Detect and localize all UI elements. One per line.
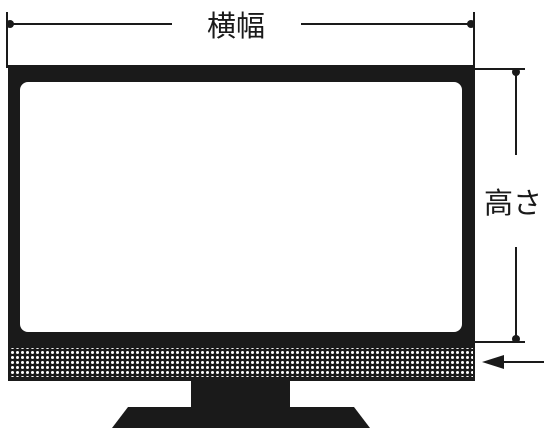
- height-dimension: 高さ: [474, 68, 542, 343]
- width-dimension: 横幅: [6, 9, 475, 68]
- monitor-neck: [191, 381, 290, 407]
- pointer-arrow-head: [482, 355, 504, 369]
- speaker-grille: [10, 348, 473, 377]
- monitor: [8, 65, 475, 428]
- height-endpoint-bottom: [512, 335, 520, 343]
- monitor-stand-base: [112, 407, 370, 428]
- height-endpoint-top: [512, 68, 520, 76]
- pointer-arrow: [482, 355, 544, 369]
- height-label: 高さ: [484, 186, 542, 220]
- monitor-screen: [20, 82, 462, 332]
- width-endpoint-left: [6, 20, 14, 28]
- width-endpoint-right: [467, 20, 475, 28]
- width-label: 横幅: [207, 9, 265, 43]
